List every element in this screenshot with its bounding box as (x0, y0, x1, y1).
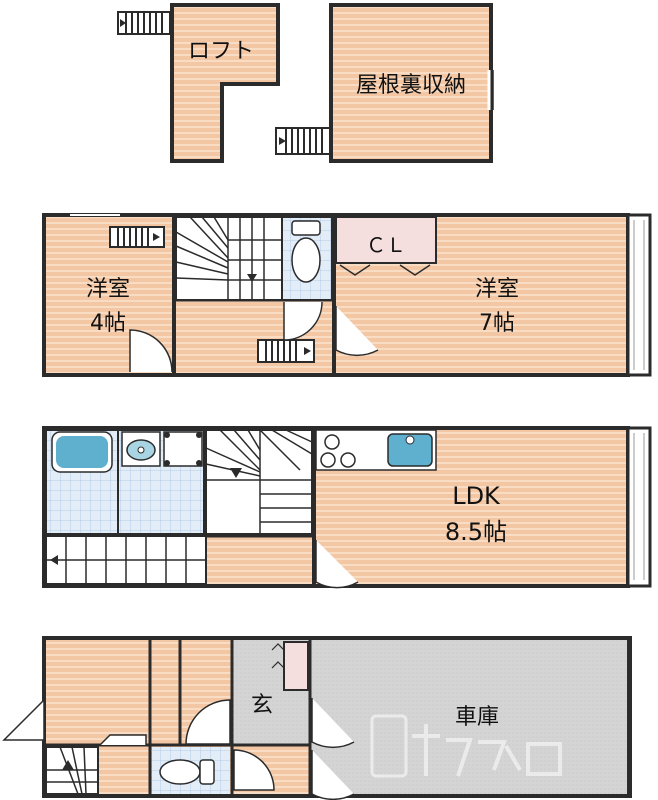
third-floor: ＣＬ 洋室 4帖 洋室 (42, 213, 652, 377)
door-icon (335, 306, 379, 357)
room-label-entrance: 玄 (251, 693, 273, 718)
loft-level: ロフト 屋根裏収納 (117, 3, 494, 163)
stairs-icon (205, 429, 313, 534)
door-icon (129, 329, 173, 373)
room-label-ldk-size: 8.5帖 (445, 518, 507, 546)
garage (310, 640, 628, 794)
sink-icon (387, 433, 433, 467)
washing-machine-icon (163, 431, 203, 467)
door-icon (315, 540, 359, 589)
watermark-logo-icon (370, 714, 562, 778)
first-floor: 玄 車庫 (2, 636, 632, 800)
staircase (205, 429, 313, 535)
door-icon (311, 698, 355, 749)
attic-storage-room (329, 3, 493, 163)
door-icon (2, 698, 45, 741)
room-label-western-large-name: 洋室 (475, 277, 519, 302)
toilet-icon (291, 220, 321, 283)
closet (335, 216, 437, 264)
room-label-western-small-size: 4帖 (90, 311, 126, 336)
door-icon (311, 750, 355, 800)
stairs-icon (257, 339, 315, 363)
room-label-ldk-name: LDK (452, 482, 501, 510)
stairs-icon (175, 216, 282, 300)
room-label-western-large-size: 7帖 (479, 311, 515, 336)
balcony (626, 426, 652, 588)
room-label-western-small-name: 洋室 (86, 277, 130, 302)
stairs-icon (117, 11, 171, 35)
door-icon (99, 734, 147, 746)
room-label-attic-storage: 屋根裏収納 (356, 73, 466, 98)
washbasin-icon (121, 431, 161, 467)
room-label-closet: ＣＬ (366, 233, 406, 257)
loft-room (170, 3, 280, 163)
balcony (626, 213, 652, 377)
stairs-icon (275, 127, 331, 155)
toilet-icon (159, 759, 215, 785)
door-icon (233, 749, 275, 791)
staircase (175, 216, 283, 301)
bathtub-icon (51, 431, 113, 473)
second-floor: LDK 8.5帖 (42, 426, 652, 589)
stairs-icon (109, 226, 165, 248)
shoe-closet (283, 641, 309, 691)
stairs-icon (46, 746, 98, 795)
door-icon (185, 699, 231, 745)
room-label-garage: 車庫 (455, 705, 499, 730)
stove-icon (320, 434, 356, 468)
room-label-loft: ロフト (188, 39, 254, 64)
door-icon (283, 301, 323, 341)
